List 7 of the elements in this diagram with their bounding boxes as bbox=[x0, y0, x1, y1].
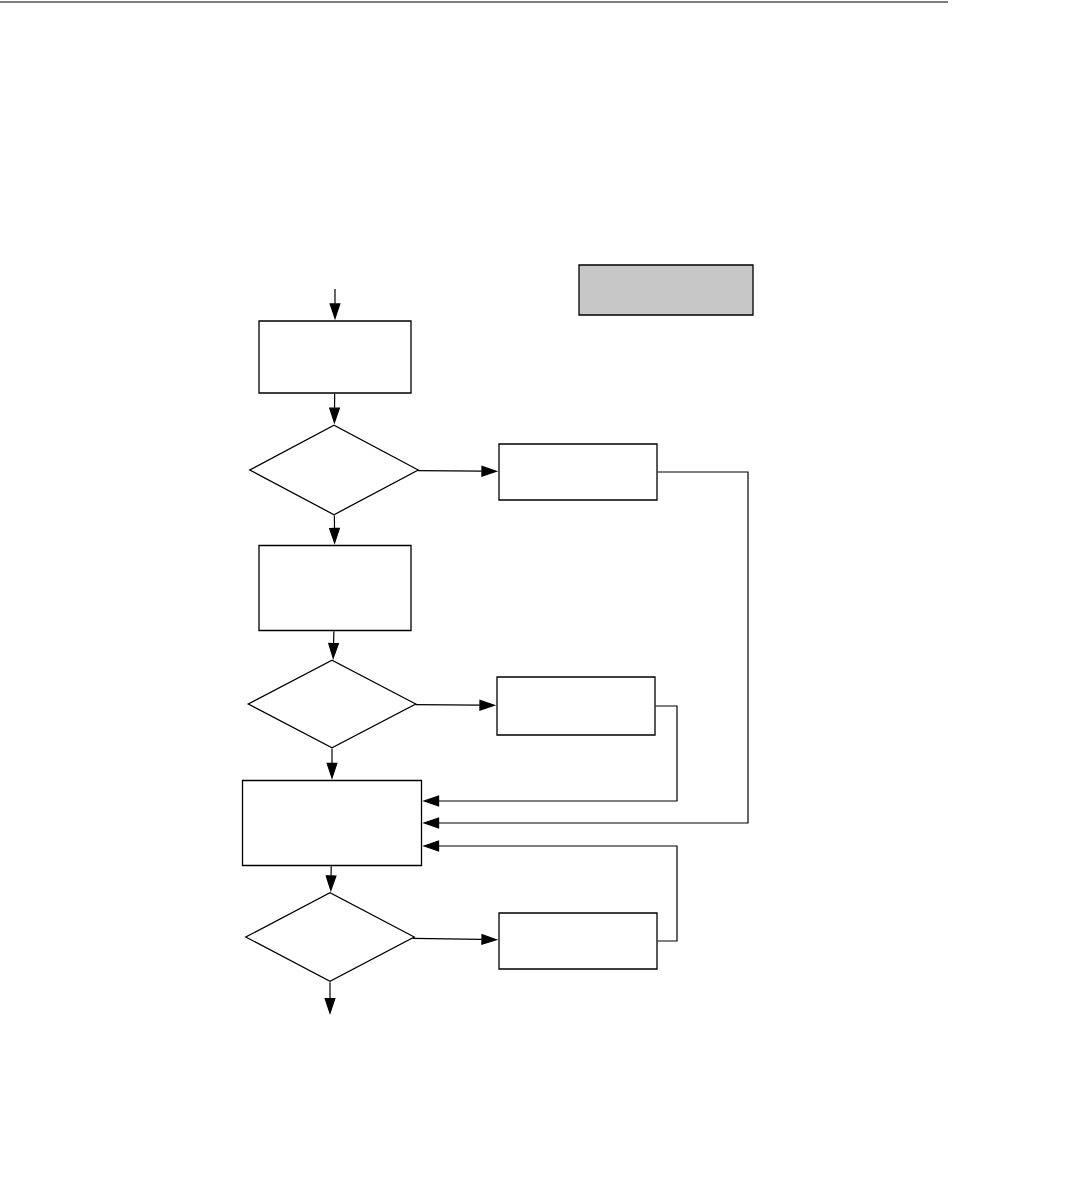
process-box bbox=[578, 264, 754, 316]
process-box bbox=[241, 779, 423, 867]
process-box bbox=[258, 320, 412, 394]
process-box bbox=[498, 443, 658, 501]
process-box bbox=[258, 544, 412, 632]
process-box bbox=[498, 912, 658, 970]
process-box bbox=[496, 676, 656, 736]
